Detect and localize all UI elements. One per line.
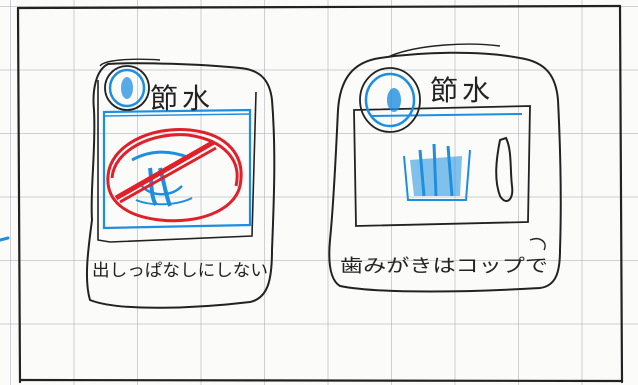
outer-frame — [0, 4, 624, 384]
cup-icon — [403, 143, 471, 201]
panel-2-title: 節水 — [430, 74, 494, 107]
panel-1-picture-frame — [102, 108, 252, 230]
water-drop-icon — [359, 67, 421, 133]
toothbrush-icon — [495, 136, 514, 202]
water-drop-icon — [104, 65, 150, 111]
panel-1-title: 節水 — [150, 82, 214, 115]
panel-2-picture-frame — [353, 105, 531, 227]
panel-2-sign: 節水 歯みがきはコップで — [328, 43, 562, 293]
panel-2-outline — [328, 51, 562, 293]
prohibition-icon — [106, 127, 243, 223]
panel-1-outline — [85, 62, 276, 309]
panel-1-caption: 出しっぱなしにしない — [92, 261, 268, 281]
panel-2-caption: 歯みがきはコップで — [340, 256, 548, 277]
panel-1-sign: 節水 出しっぱなしにしない — [85, 58, 276, 309]
